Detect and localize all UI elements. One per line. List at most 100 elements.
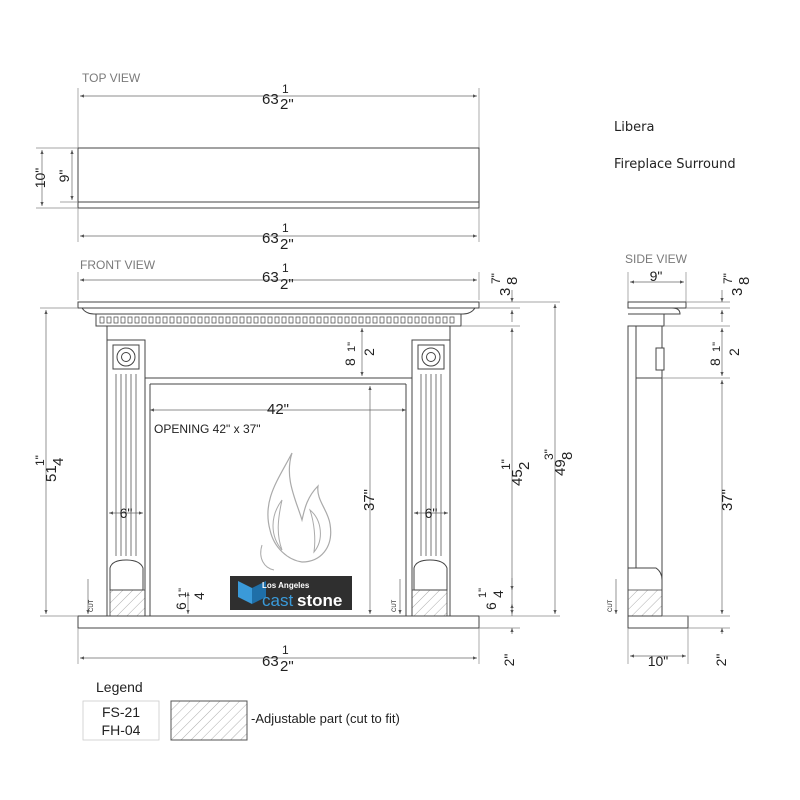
side-opening-height-dim: 37" <box>719 489 736 511</box>
inner-plinth-height-dim: 6 1" 4 <box>173 588 207 610</box>
svg-text:Los Angeles: Los Angeles <box>262 581 310 590</box>
inner-height-dim: 45 1" 2 <box>499 459 533 486</box>
left-leg-width-dim: 6" <box>120 505 133 521</box>
svg-text:63: 63 <box>262 230 279 247</box>
dentil-block <box>197 316 203 324</box>
hearth-height-dim: 2" <box>501 654 517 667</box>
mantel-shelf <box>77 301 480 309</box>
side-view: SIDE VIEW 9" CUT 10" <box>608 252 753 669</box>
svg-text:3: 3 <box>729 288 746 296</box>
svg-text:1": 1" <box>499 459 513 470</box>
dentil-block <box>421 316 427 324</box>
right-cut-label: CUT <box>392 599 398 612</box>
dentil-block <box>428 316 434 324</box>
top-view: TOP VIEW 63 1 2" 10" 9" 63 1 2" <box>32 71 480 253</box>
dentil-block <box>176 316 182 324</box>
dentil-block <box>337 316 343 324</box>
dentil-block <box>218 316 224 324</box>
svg-text:3: 3 <box>497 288 514 296</box>
svg-text:8: 8 <box>504 277 521 285</box>
svg-text:6: 6 <box>483 602 499 610</box>
right-rosette <box>417 344 445 370</box>
left-cut-label: CUT <box>89 599 95 612</box>
svg-text:1": 1" <box>711 342 723 352</box>
side-view-label: SIDE VIEW <box>625 252 688 266</box>
svg-text:2: 2 <box>361 348 377 356</box>
opening-note: OPENING 42" x 37" <box>154 422 261 436</box>
dentil-block <box>211 316 217 324</box>
svg-text:4: 4 <box>191 592 207 600</box>
svg-text:7": 7" <box>721 273 735 284</box>
svg-text:1": 1" <box>346 342 358 352</box>
front-width-dim-lower: 63 1 2" <box>262 643 294 675</box>
dentil-block <box>141 316 147 324</box>
legend-description: -Adjustable part (cut to fit) <box>251 711 400 726</box>
frieze-height-dim: 8 1" 2 <box>342 342 377 366</box>
legend-hatch-swatch <box>170 700 248 741</box>
dentil-block <box>449 316 455 324</box>
caststone-logo: Los Angeles cast stone <box>230 576 352 610</box>
svg-text:2": 2" <box>280 276 294 293</box>
dentil-block <box>358 316 364 324</box>
front-view-label: FRONT VIEW <box>80 258 156 272</box>
dentil-block <box>330 316 336 324</box>
dentil-block <box>225 316 231 324</box>
svg-text:1: 1 <box>282 221 289 235</box>
svg-text:1: 1 <box>282 261 289 275</box>
dentil-block <box>183 316 189 324</box>
product-name: Libera <box>614 120 654 135</box>
right-leg-width-dim: 6" <box>425 505 438 521</box>
product-type: Fireplace Surround <box>614 157 736 172</box>
dentil-block <box>169 316 175 324</box>
top-view-label: TOP VIEW <box>82 71 141 85</box>
svg-text:1: 1 <box>282 643 289 657</box>
dentil-block <box>302 316 308 324</box>
dentil-block <box>260 316 266 324</box>
dentil-block <box>204 316 210 324</box>
svg-text:1": 1" <box>177 588 189 598</box>
dentil-block <box>288 316 294 324</box>
dentil-block <box>323 316 329 324</box>
side-shelf-thickness-dim: 3 7" 8 <box>721 273 753 296</box>
plinth-height-dim: 6 1" 4 <box>477 588 506 610</box>
dentil-block <box>113 316 119 324</box>
right-cut-zone <box>411 589 448 617</box>
dentil-block <box>267 316 273 324</box>
overall-side-height-dim: 49 3" 8 <box>542 449 576 476</box>
svg-text:8: 8 <box>342 358 358 366</box>
svg-text:7": 7" <box>489 273 503 284</box>
side-frieze-height-dim: 8 1" 2 <box>707 342 742 366</box>
dentil-block <box>379 316 385 324</box>
legend-code-box <box>82 700 160 741</box>
legend-heading: Legend <box>96 679 143 695</box>
dentil-block <box>190 316 196 324</box>
dentil-block <box>316 316 322 324</box>
dentil-block <box>120 316 126 324</box>
legend-code-1: FS-21 <box>102 704 140 720</box>
dentil-block <box>232 316 238 324</box>
side-top-depth-dim: 9" <box>650 268 663 284</box>
front-view: FRONT VIEW 63 1 2" <box>33 258 576 675</box>
top-depth-inner-dim: 9" <box>56 170 72 183</box>
side-cut-zone <box>627 589 663 617</box>
right-plinth <box>413 559 448 591</box>
svg-text:4: 4 <box>50 458 67 466</box>
svg-text:63: 63 <box>262 653 279 670</box>
top-depth-outer-dim: 10" <box>32 168 48 189</box>
svg-text:3": 3" <box>542 449 556 460</box>
dentil-block <box>239 316 245 324</box>
side-bottom-depth-dim: 10" <box>648 653 669 669</box>
opening-width-dim: 42" <box>267 401 289 418</box>
svg-text:stone: stone <box>297 591 342 610</box>
svg-text:2": 2" <box>280 96 294 113</box>
svg-text:2: 2 <box>726 348 742 356</box>
svg-text:49: 49 <box>552 459 569 476</box>
dentil-block <box>99 316 105 324</box>
svg-text:8: 8 <box>707 358 723 366</box>
dentil-block <box>386 316 392 324</box>
dentil-block <box>442 316 448 324</box>
dentil-block <box>414 316 420 324</box>
svg-text:8: 8 <box>736 277 753 285</box>
dentil-block <box>134 316 140 324</box>
